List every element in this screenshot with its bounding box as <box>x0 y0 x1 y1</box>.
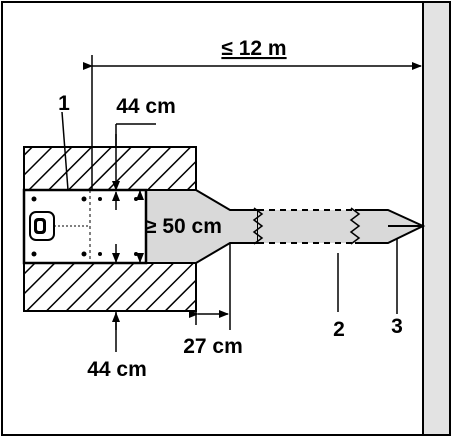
corridor-width-label: ≥ 50 cm <box>145 215 222 238</box>
callout-1-leader <box>61 111 69 191</box>
station-screw <box>81 251 87 257</box>
station-screw <box>134 252 138 256</box>
break-mark-right <box>349 207 361 245</box>
robot-mower-icon <box>29 211 88 241</box>
top-clearance-label: 44 cm <box>116 95 176 118</box>
station-screw <box>98 252 102 256</box>
station-screw <box>81 196 87 202</box>
station-screw <box>98 197 102 201</box>
callout-2-label: 2 <box>333 318 345 341</box>
station-screw <box>134 197 138 201</box>
station-screw <box>31 196 37 202</box>
bottom-clearance-label: 44 cm <box>87 358 147 381</box>
max-distance-label: ≤ 12 m <box>221 37 286 60</box>
callout-3-label: 3 <box>391 315 403 338</box>
break-mark-left <box>252 207 264 245</box>
taper-length-label: 27 cm <box>183 335 243 358</box>
corridor-dashed-section <box>258 210 355 243</box>
wall <box>423 3 449 434</box>
callout-1-label: 1 <box>58 92 70 115</box>
station-screw <box>31 251 37 257</box>
